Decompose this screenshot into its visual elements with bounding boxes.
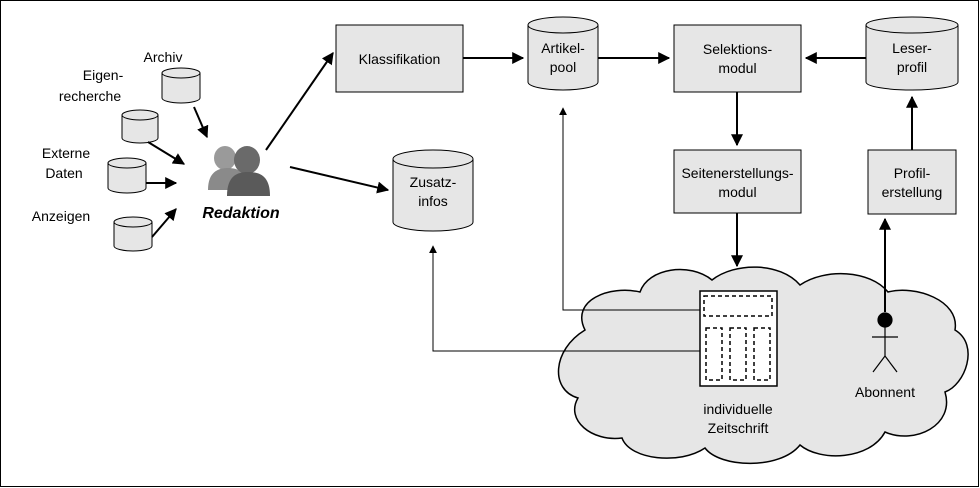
- zusatzinfos-label-2: infos: [418, 193, 448, 209]
- artikelpool-label-2: pool: [550, 59, 576, 75]
- zusatzinfos-store: Zusatz- infos: [392, 149, 474, 232]
- externe-daten-label-2: Daten: [45, 165, 82, 181]
- anzeigen-store: [113, 216, 153, 252]
- newspaper-icon: [699, 290, 778, 387]
- arrow-zeitschrift-zusatzinfos: [429, 245, 700, 352]
- arrow-archiv-redaktion: [193, 106, 209, 139]
- klassifikation-box: Klassifikation: [335, 24, 464, 93]
- selektionsmodul-label-2: modul: [718, 60, 756, 76]
- profilerstellung-box: Profil- erstellung: [867, 149, 957, 215]
- zusatzinfos-label-1: Zusatz-: [410, 174, 457, 190]
- arrow-anzeigen-redaktion: [151, 208, 177, 238]
- klassifikation-label: Klassifikation: [359, 51, 441, 67]
- eigenrecherche-store: [121, 109, 159, 144]
- artikelpool-label-1: Artikel-: [541, 40, 585, 56]
- profilerstellung-label-1: Profil-: [894, 165, 931, 181]
- arrow-redaktion-klassifikation: [265, 52, 334, 151]
- arrow-zeitschrift-artikelpool: [559, 107, 700, 311]
- arrow-eigenrecherche-redaktion: [147, 141, 186, 165]
- redaktion-label: Redaktion: [202, 205, 280, 222]
- abonnent-label: Abonnent: [855, 384, 915, 400]
- eigenrecherche-label-1: Eigen-: [83, 67, 124, 83]
- zeitschrift-label-2: Zeitschrift: [708, 420, 769, 436]
- eigenrecherche-label-2: recherche: [59, 88, 121, 104]
- archiv-label: Archiv: [144, 49, 183, 65]
- zeitschrift-label-1: individuelle: [703, 401, 772, 417]
- anzeigen-label: Anzeigen: [32, 208, 90, 224]
- leserprofil-label-1: Leser-: [892, 40, 932, 56]
- seitenerstellungsmodul-label-2: modul: [718, 184, 756, 200]
- selektionsmodul-box: Selektions- modul: [673, 24, 802, 93]
- profilerstellung-label-2: erstellung: [882, 184, 943, 200]
- externe-daten-store: [107, 157, 147, 194]
- artikelpool-store: Artikel- pool: [527, 16, 599, 91]
- stick-figure-icon: [872, 312, 898, 373]
- selektionsmodul-label-1: Selektions-: [703, 41, 773, 57]
- archiv-store: [161, 67, 201, 104]
- seitenerstellungsmodul-box: Seitenerstellungs- modul: [673, 149, 802, 214]
- people-icon: [208, 146, 270, 196]
- externe-daten-label-1: Externe: [42, 145, 90, 161]
- arrow-redaktion-zusatzinfos: [289, 166, 390, 194]
- seitenerstellungsmodul-label-1: Seitenerstellungs-: [681, 165, 793, 181]
- leserprofil-label-2: profil: [897, 59, 927, 75]
- leserprofil-store: Leser- profil: [865, 16, 959, 91]
